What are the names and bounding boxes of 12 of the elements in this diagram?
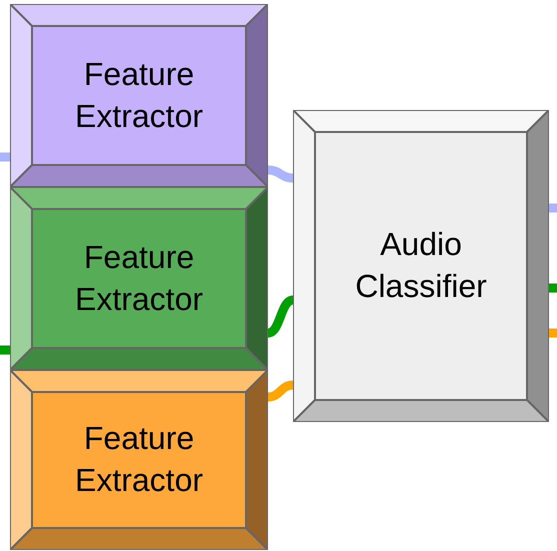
connector-line (549, 204, 557, 212)
block-label: Feature Extractor (74, 238, 204, 318)
connector-line (0, 346, 10, 354)
block-label: Feature Extractor (74, 419, 204, 500)
block-label: Audio Classifier (354, 225, 488, 306)
connector-line (549, 328, 557, 338)
connector-line (549, 284, 557, 292)
connector-line (0, 152, 10, 162)
connector-line (268, 166, 294, 182)
block-label: Feature Extractor (74, 54, 204, 136)
connector-line (267, 296, 294, 338)
connector-line (268, 380, 294, 402)
